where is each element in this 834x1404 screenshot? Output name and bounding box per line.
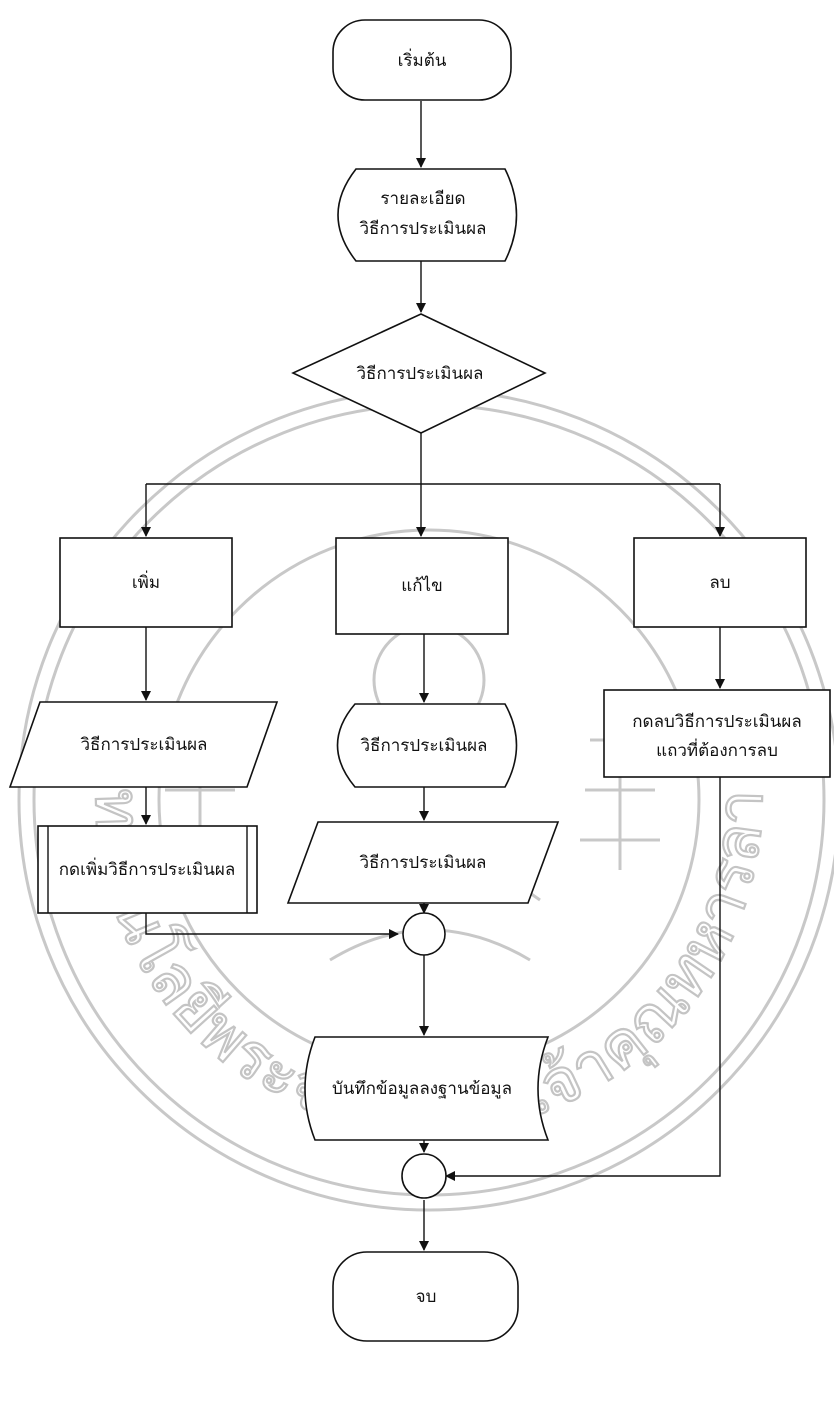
add-input-node: วิธีการประเมินผล [8, 701, 279, 788]
connectors [141, 101, 725, 1251]
delete-node: ลบ [633, 537, 807, 628]
arrow-delete-to-final-merge [445, 777, 721, 1181]
add-input-label: วิธีการประเมินผล [80, 735, 207, 755]
final-merge-connector [401, 1153, 447, 1199]
arrow-add-to-merge [145, 913, 399, 939]
delete-process-node: กดลบวิธีการประเมินผล แถวที่ต้องการลบ [603, 689, 831, 778]
delete-process-line1: กดลบวิธีการประเมินผล [632, 712, 802, 732]
start-node: เริ่มต้น [332, 19, 512, 101]
add-process-label: กดเพิ่มวิธีการประเมินผล [59, 857, 236, 880]
edit-input-node: วิธีการประเมินผล [286, 821, 560, 904]
edit-input-label: วิธีการประเมินผล [359, 853, 486, 873]
decision-label: วิธีการประเมินผล [356, 364, 483, 384]
edit-node: แก้ไข [335, 537, 509, 635]
edit-display-node: วิธีการประเมินผล [336, 703, 518, 788]
merge-connector [402, 912, 446, 956]
save-label: บันทึกข้อมูลลงฐานข้อมูล [332, 1079, 512, 1099]
save-node: บันทึกข้อมูลลงฐานข้อมูล [304, 1036, 550, 1141]
edit-label: แก้ไข [401, 575, 442, 596]
end-label: จบ [416, 1287, 437, 1307]
delete-label: ลบ [709, 573, 730, 593]
add-label: เพิ่ม [132, 570, 160, 593]
details-display-node: รายละเอียด วิธีการประเมินผล [337, 168, 518, 262]
add-process-node: กดเพิ่มวิธีการประเมินผล [37, 825, 258, 914]
delete-process-line2: แถวที่ต้องการลบ [656, 738, 778, 761]
end-node: จบ [332, 1251, 519, 1342]
add-node: เพิ่ม [59, 537, 233, 628]
decision-node: วิธีการประเมินผล [291, 313, 547, 434]
details-label-line1: รายละเอียด [380, 189, 465, 209]
start-label: เริ่มต้น [398, 48, 447, 71]
edit-display-label: วิธีการประเมินผล [360, 736, 487, 756]
details-label-line2: วิธีการประเมินผล [359, 219, 486, 239]
